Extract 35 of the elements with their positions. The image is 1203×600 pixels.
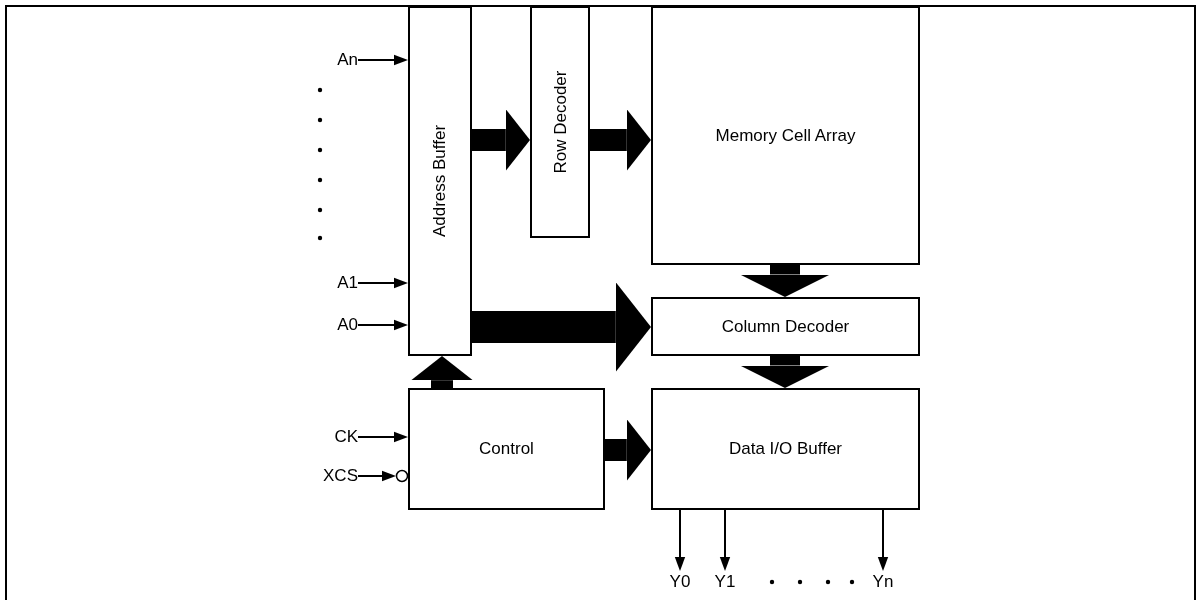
block-label: Row Decoder <box>550 70 570 174</box>
bus-arrow <box>472 109 530 171</box>
block-label: Memory Cell Array <box>715 125 856 146</box>
signal-name: Yn <box>872 572 894 592</box>
bus-arrow <box>740 265 830 297</box>
signal-name: XCS <box>323 466 358 486</box>
block-label: Control <box>479 439 534 459</box>
signal-name: A1 <box>337 273 358 293</box>
bus-arrow <box>411 356 473 388</box>
signal-name: CK <box>334 427 358 447</box>
data-buffer-block <box>651 388 920 510</box>
signal-name: A0 <box>337 315 358 335</box>
row-decoder-block <box>530 6 590 238</box>
signal-arrow <box>357 470 396 482</box>
signal-arrow <box>719 509 731 571</box>
block-label: Address Buffer <box>430 124 450 238</box>
signal-arrow <box>357 54 408 66</box>
bus-arrow <box>605 419 651 481</box>
block-label: Column Decoder <box>721 316 850 337</box>
signal-arrow <box>674 509 686 571</box>
signal-arrow <box>357 431 408 443</box>
signal-name: Y0 <box>669 572 691 592</box>
address-buffer-block <box>408 6 472 356</box>
bus-arrow <box>740 356 830 388</box>
column-decoder-block <box>651 297 920 356</box>
bus-arrow <box>472 282 651 372</box>
signal-name: An <box>337 50 358 70</box>
signal-arrow <box>357 277 408 289</box>
signal-name: Y1 <box>714 572 736 592</box>
memory-array-block <box>651 6 920 265</box>
control-block <box>408 388 605 510</box>
signal-arrow <box>877 509 889 571</box>
block-label: Data I/O Buffer <box>728 439 843 459</box>
bus-arrow <box>590 109 651 171</box>
signal-arrow <box>357 319 408 331</box>
